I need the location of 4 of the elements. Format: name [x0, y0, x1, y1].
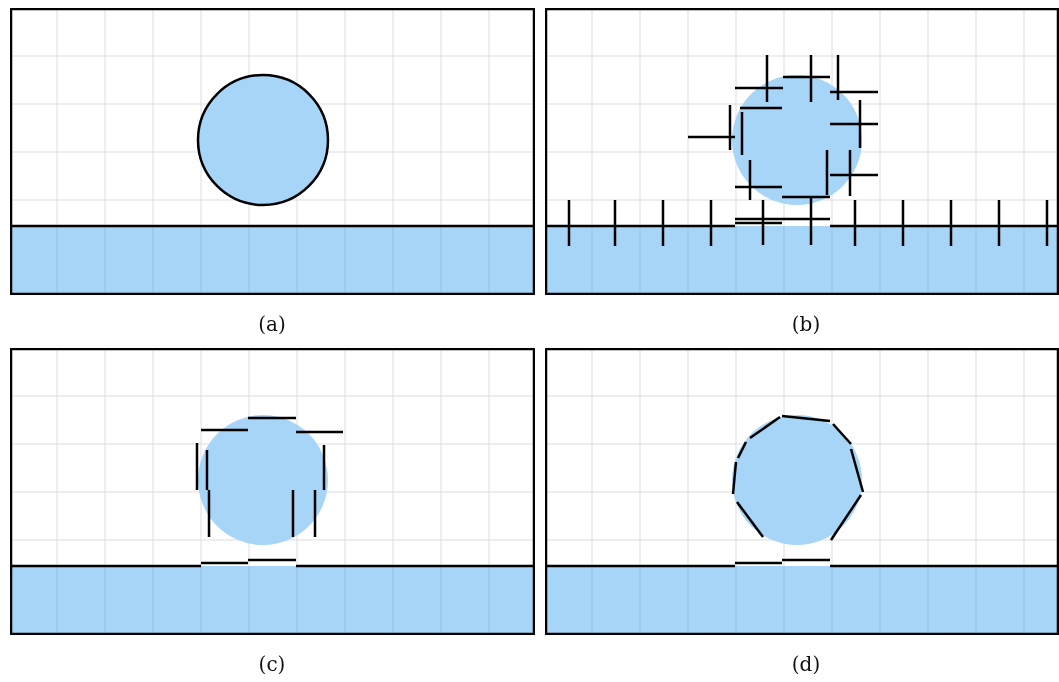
panel-caption: (b) — [791, 312, 821, 336]
panel-caption: (a) — [258, 312, 286, 336]
panel-caption: (c) — [258, 652, 286, 676]
panel-caption: (d) — [791, 652, 821, 676]
